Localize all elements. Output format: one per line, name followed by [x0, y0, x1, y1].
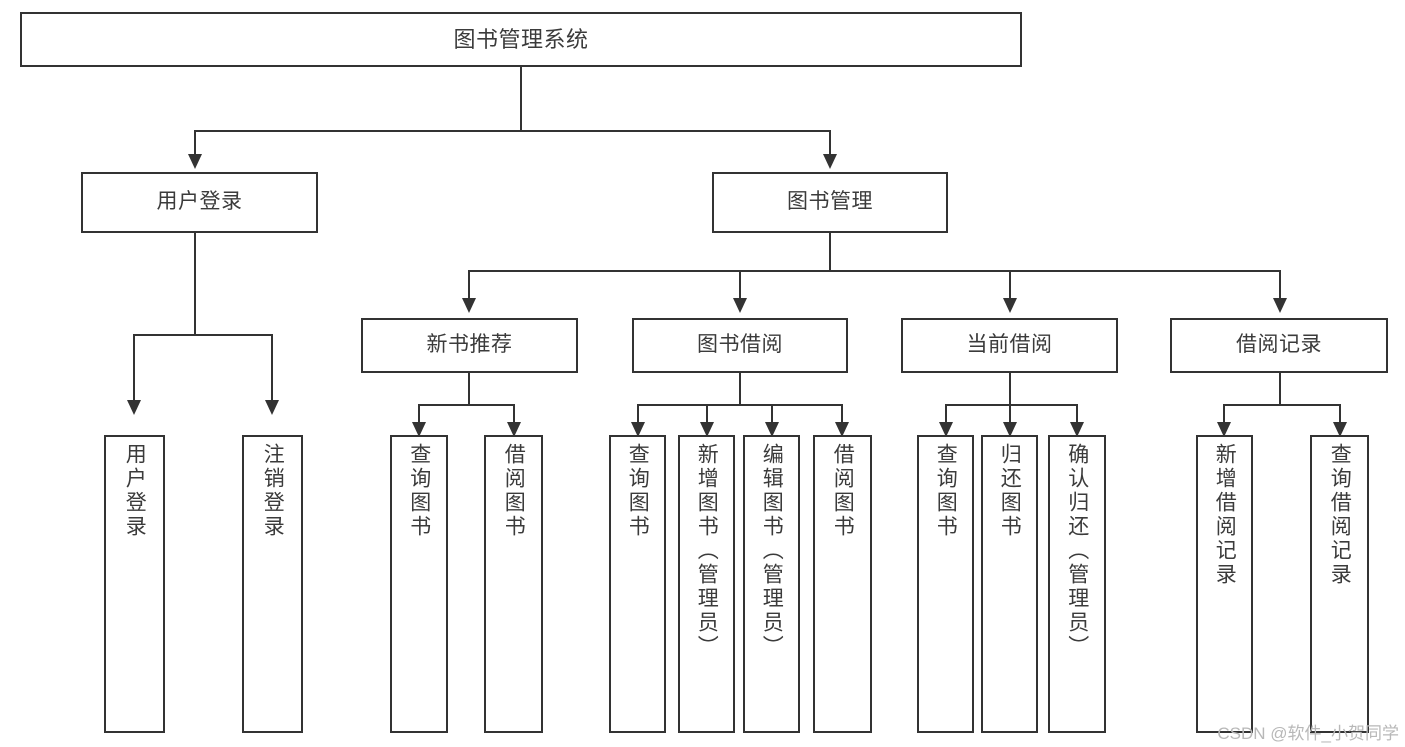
connector-leaf-confirm-return: [1076, 404, 1078, 424]
node-label: 编辑图书（管理员）: [760, 443, 784, 659]
node-leaf-borrow-book-2[interactable]: 借阅图书: [813, 435, 872, 733]
connector-book-borrow-bus: [637, 404, 843, 406]
arrowhead-book-borrow: [733, 298, 747, 313]
node-label: 图书管理: [787, 190, 873, 214]
connector-borrow-record-bus: [1223, 404, 1340, 406]
node-label: 借阅图书: [831, 443, 855, 539]
connector-leaf-query-record: [1339, 404, 1341, 424]
connector-book-borrow-stem: [739, 373, 741, 405]
arrowhead-new-book-recommend: [462, 298, 476, 313]
arrowhead-leaf-add-record: [1217, 422, 1231, 437]
node-leaf-user-login[interactable]: 用户登录: [104, 435, 165, 733]
connector-new-book-recommend-stem: [468, 373, 470, 405]
node-leaf-add-record[interactable]: 新增借阅记录: [1196, 435, 1253, 733]
node-label: 新书推荐: [426, 333, 513, 357]
connector-user-login-stem: [194, 233, 196, 335]
connector-to-book-manage: [829, 130, 831, 156]
node-label: 借阅记录: [1236, 333, 1322, 357]
connector-user-login-bus: [133, 334, 273, 336]
node-leaf-confirm-return[interactable]: 确认归还（管理员）: [1048, 435, 1106, 733]
watermark-credit: CSDN @软件_小贺同学: [1217, 724, 1399, 743]
arrowhead-current-borrow: [1003, 298, 1017, 313]
node-leaf-add-book[interactable]: 新增图书（管理员）: [678, 435, 735, 733]
connector-leaf-return-book: [1009, 404, 1011, 424]
arrowhead-leaf-query-book-3: [939, 422, 953, 437]
arrowhead-leaf-user-login: [127, 400, 141, 415]
node-label: 新增图书（管理员）: [695, 443, 719, 659]
connector-leaf-add-book: [706, 404, 708, 424]
connector-leaf-query-book-3: [945, 404, 947, 424]
node-label: 查询图书: [407, 443, 431, 539]
arrowhead-leaf-edit-book: [765, 422, 779, 437]
node-leaf-logout-login[interactable]: 注销登录: [242, 435, 303, 733]
node-leaf-query-book-2[interactable]: 查询图书: [609, 435, 666, 733]
connector-current-borrow-bus: [945, 404, 1077, 406]
node-leaf-query-record[interactable]: 查询借阅记录: [1310, 435, 1369, 733]
connector-to-new-book-recommend: [468, 270, 470, 300]
arrowhead-leaf-borrow-book-2: [835, 422, 849, 437]
node-label: 借阅图书: [502, 443, 526, 539]
connector-root-stem: [520, 67, 522, 131]
node-leaf-return-book[interactable]: 归还图书: [981, 435, 1038, 733]
arrowhead-leaf-return-book: [1003, 422, 1017, 437]
node-borrow-record[interactable]: 借阅记录: [1170, 318, 1388, 373]
arrowhead-leaf-query-book-2: [631, 422, 645, 437]
arrowhead-leaf-confirm-return: [1070, 422, 1084, 437]
node-current-borrow[interactable]: 当前借阅: [901, 318, 1118, 373]
node-label: 确认归还（管理员）: [1065, 443, 1089, 659]
node-label: 图书管理系统: [453, 26, 589, 52]
connector-to-borrow-record: [1279, 270, 1281, 300]
arrowhead-book-manage: [823, 154, 837, 169]
arrowhead-leaf-logout-login: [265, 400, 279, 415]
node-leaf-edit-book[interactable]: 编辑图书（管理员）: [743, 435, 800, 733]
node-label: 归还图书: [998, 443, 1022, 539]
connector-leaf-borrow-book-2: [841, 404, 843, 424]
node-leaf-query-book-3[interactable]: 查询图书: [917, 435, 974, 733]
node-book-manage[interactable]: 图书管理: [712, 172, 948, 233]
connector-borrow-record-stem: [1279, 373, 1281, 405]
connector-level2-bus: [194, 130, 830, 132]
connector-book-manage-stem: [829, 233, 831, 271]
node-user-login[interactable]: 用户登录: [81, 172, 318, 233]
node-label: 注销登录: [261, 443, 285, 539]
connector-to-current-borrow: [1009, 270, 1011, 300]
node-book-borrow[interactable]: 图书借阅: [632, 318, 848, 373]
node-label: 用户登录: [156, 190, 243, 214]
node-label: 用户登录: [123, 443, 147, 539]
connector-leaf-user-login: [133, 334, 135, 402]
node-root-system[interactable]: 图书管理系统: [20, 12, 1022, 67]
node-new-book-recommend[interactable]: 新书推荐: [361, 318, 578, 373]
connector-leaf-query-book-2: [637, 404, 639, 424]
connector-leaf-add-record: [1223, 404, 1225, 424]
arrowhead-leaf-add-book: [700, 422, 714, 437]
node-label: 图书借阅: [697, 333, 783, 357]
node-label: 新增借阅记录: [1213, 443, 1237, 587]
node-label: 当前借阅: [966, 333, 1053, 357]
node-label: 查询图书: [934, 443, 958, 539]
connector-new-book-recommend-bus: [418, 404, 515, 406]
arrowhead-borrow-record: [1273, 298, 1287, 313]
connector-leaf-query-book-1: [418, 404, 420, 424]
arrowhead-user-login: [188, 154, 202, 169]
connector-current-borrow-stem: [1009, 373, 1011, 405]
connector-leaf-edit-book: [771, 404, 773, 424]
connector-to-user-login: [194, 130, 196, 156]
connector-to-book-borrow: [739, 270, 741, 300]
node-leaf-borrow-book-1[interactable]: 借阅图书: [484, 435, 543, 733]
arrowhead-leaf-borrow-book-1: [507, 422, 521, 437]
connector-level3-bus: [468, 270, 1280, 272]
connector-leaf-borrow-book-1: [513, 404, 515, 424]
connector-leaf-logout-login: [271, 334, 273, 402]
node-leaf-query-book-1[interactable]: 查询图书: [390, 435, 448, 733]
arrowhead-leaf-query-record: [1333, 422, 1347, 437]
node-label: 查询借阅记录: [1328, 443, 1352, 587]
node-label: 查询图书: [626, 443, 650, 539]
arrowhead-leaf-query-book-1: [412, 422, 426, 437]
